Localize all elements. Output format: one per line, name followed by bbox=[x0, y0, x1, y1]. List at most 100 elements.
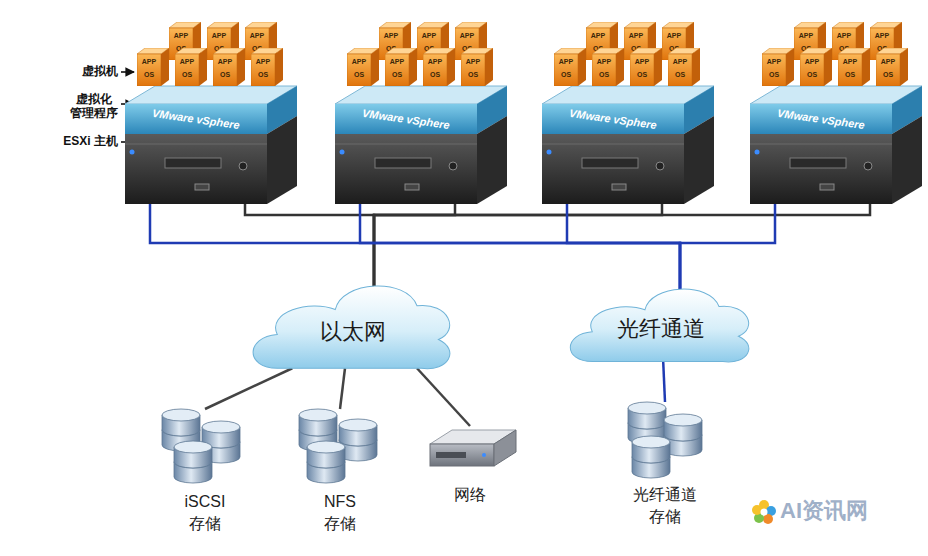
server-front bbox=[125, 134, 267, 204]
esxi-host: VMware vSphereAPPOSAPPOSAPPOSAPPOSAPPOSA… bbox=[750, 8, 922, 204]
callout-label: 虚拟机 bbox=[82, 64, 118, 78]
os-label: OS bbox=[213, 70, 237, 79]
vm-cube bbox=[347, 48, 379, 86]
network-device: 网络 bbox=[420, 422, 520, 506]
server-seam bbox=[125, 144, 267, 145]
network-link bbox=[680, 202, 775, 290]
server-side bbox=[684, 116, 714, 204]
storage-label: 光纤通道 存储 bbox=[633, 484, 697, 528]
network-link bbox=[663, 362, 665, 403]
disk-cylinder bbox=[628, 402, 666, 429]
app-label: APP bbox=[554, 57, 578, 66]
os-label: OS bbox=[592, 70, 616, 79]
disk-storage-icon bbox=[610, 398, 720, 484]
server-side bbox=[892, 116, 922, 204]
app-label: APP bbox=[832, 31, 856, 40]
vm-cube bbox=[385, 48, 417, 86]
app-label: APP bbox=[379, 31, 403, 40]
app-label: APP bbox=[213, 57, 237, 66]
storage-label: 网络 bbox=[454, 484, 486, 506]
virtual-machine: APP OS bbox=[592, 48, 624, 86]
cloud-label: 光纤通道 bbox=[617, 314, 705, 344]
disk-cylinder bbox=[162, 409, 200, 436]
caption-area: NFS 存储 bbox=[285, 491, 395, 535]
app-label: APP bbox=[662, 31, 686, 40]
esxi-host: VMware vSphereAPPOSAPPOSAPPOSAPPOSAPPOSA… bbox=[125, 8, 297, 204]
disk-storage-icon bbox=[150, 405, 260, 491]
virtual-machine: APPOS bbox=[461, 48, 493, 86]
cloud-label: 以太网 bbox=[320, 317, 386, 347]
callout-label: ESXi 主机 bbox=[63, 134, 118, 148]
os-label: OS bbox=[554, 70, 578, 79]
server-button bbox=[864, 162, 872, 170]
drive-slot bbox=[375, 158, 431, 168]
disk-cylinder bbox=[632, 436, 670, 463]
vm-cube bbox=[554, 48, 586, 86]
network-device-icon bbox=[420, 422, 520, 484]
app-label: APP bbox=[794, 31, 818, 40]
app-label: APP bbox=[668, 57, 692, 66]
app-label: APP bbox=[800, 57, 824, 66]
os-label: OS bbox=[423, 70, 447, 79]
app-label: APP bbox=[455, 31, 479, 40]
server-button bbox=[656, 162, 664, 170]
vm-cube bbox=[800, 48, 832, 86]
hypervisor-top bbox=[750, 86, 922, 104]
vm-cube bbox=[251, 48, 283, 86]
app-label: APP bbox=[417, 31, 441, 40]
virtual-machine: APPOS bbox=[423, 48, 455, 86]
app-label: APP bbox=[586, 31, 610, 40]
os-label: OS bbox=[251, 70, 275, 79]
os-label: OS bbox=[800, 70, 824, 79]
drive-slot bbox=[165, 158, 221, 168]
esxi-host: VMware vSphereAPPOSAPPOSAPPOSAPPOSAPPOSA… bbox=[335, 8, 507, 204]
app-label: APP bbox=[137, 57, 161, 66]
virtual-machine: APPOS bbox=[137, 48, 169, 86]
server-port bbox=[195, 184, 209, 190]
server-front bbox=[750, 134, 892, 204]
storage-array: NFS 存储 bbox=[285, 405, 395, 535]
server-port bbox=[612, 184, 626, 190]
virtual-machine: APPOS bbox=[385, 48, 417, 86]
vm-cube bbox=[213, 48, 245, 86]
server-seam bbox=[750, 144, 892, 145]
server-front bbox=[335, 134, 477, 204]
app-label: APP bbox=[207, 31, 231, 40]
disk-cylinder bbox=[664, 414, 702, 441]
cloud-text-area: 以太网 bbox=[245, 300, 460, 363]
virtual-machine: APP OS bbox=[213, 48, 245, 86]
server-front bbox=[542, 134, 684, 204]
disk-cylinder bbox=[174, 441, 212, 468]
vm-cube bbox=[592, 48, 624, 86]
app-label: APP bbox=[624, 31, 648, 40]
app-label: APP bbox=[630, 57, 654, 66]
power-led bbox=[755, 150, 760, 155]
server-button bbox=[449, 162, 457, 170]
app-label: APP bbox=[870, 31, 894, 40]
vm-cube bbox=[137, 48, 169, 86]
vm-cube bbox=[876, 48, 908, 86]
app-label: APP bbox=[762, 57, 786, 66]
app-label: APP bbox=[385, 57, 409, 66]
network-link bbox=[150, 202, 680, 290]
virtual-machine: APPOS bbox=[630, 48, 662, 86]
app-label: APP bbox=[461, 57, 485, 66]
network-cloud: 光纤通道 bbox=[563, 268, 758, 378]
app-label: APP bbox=[838, 57, 862, 66]
power-led bbox=[340, 150, 345, 155]
power-led bbox=[130, 150, 135, 155]
server-side bbox=[267, 116, 297, 204]
server-port bbox=[820, 184, 834, 190]
virtual-machine: APP OS bbox=[800, 48, 832, 86]
network-cloud: 以太网 bbox=[245, 262, 460, 387]
hypervisor-top bbox=[335, 86, 507, 104]
disk-cylinder bbox=[307, 441, 345, 468]
callout-label: 虚拟化 管理程序 bbox=[70, 92, 118, 121]
disk-cylinder bbox=[299, 409, 337, 436]
app-label: APP bbox=[592, 57, 616, 66]
app-label: APP bbox=[245, 31, 269, 40]
vm-cube bbox=[423, 48, 455, 86]
network-link bbox=[340, 368, 345, 409]
disk-cylinder bbox=[339, 419, 377, 446]
